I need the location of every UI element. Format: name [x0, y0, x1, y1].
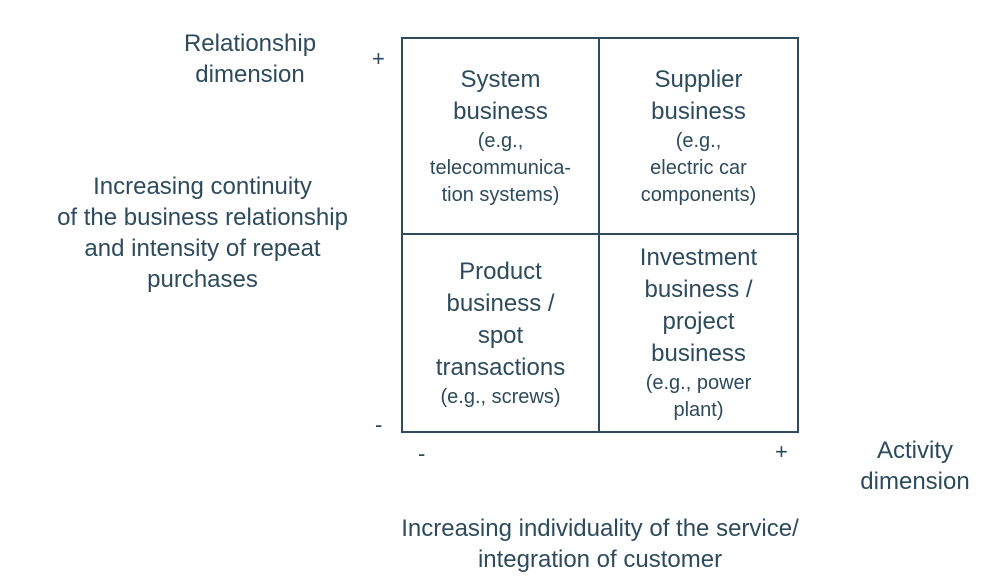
y-axis-plus-marker: + — [372, 46, 385, 71]
quadrant-product-business: Product business / spot transactions (e.… — [403, 235, 600, 431]
quadrant-investment-business: Investment business / project business (… — [600, 235, 797, 431]
y-axis-minus-marker: - — [375, 412, 383, 437]
quadrant-system-business: System business (e.g., telecommunica- ti… — [403, 39, 600, 235]
quadrant-title: Supplier business — [651, 65, 746, 125]
x-axis-description: Increasing individuality of the service/… — [401, 515, 799, 573]
y-axis-description: Increasing continuity of the business re… — [57, 173, 348, 293]
y-axis-title: Relationship dimension — [183, 30, 317, 88]
business-type-matrix: System business (e.g., telecommunica- ti… — [401, 37, 799, 433]
quadrant-example: (e.g., telecommunica- tion systems) — [429, 129, 572, 206]
x-axis-minus-marker: - — [418, 441, 426, 466]
x-axis-title: Activity dimension — [860, 437, 970, 495]
quadrant-supplier-business: Supplier business (e.g., electric car co… — [600, 39, 797, 235]
quadrant-example: (e.g., power plant) — [645, 372, 752, 421]
quadrant-example: (e.g., screws) — [440, 385, 561, 408]
quadrant-title: Investment business / project business — [639, 244, 758, 367]
quadrant-title: System business — [453, 65, 548, 125]
x-axis-plus-marker: + — [775, 439, 788, 464]
quadrant-example: (e.g., electric car components) — [640, 129, 757, 206]
quadrant-title: Product business / spot transactions — [435, 257, 566, 381]
